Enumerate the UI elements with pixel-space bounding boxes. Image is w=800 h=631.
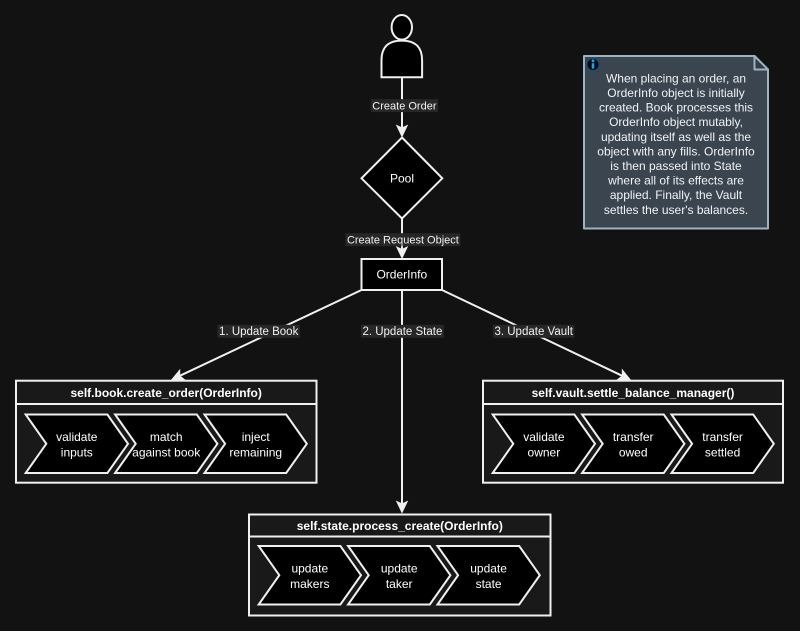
svg-text:created. Book processes this: created. Book processes this bbox=[599, 101, 753, 115]
svg-text:validate: validate bbox=[56, 430, 98, 444]
svg-text:self.state.process_create(Orde: self.state.process_create(OrderInfo) bbox=[297, 519, 503, 533]
svg-text:object with any fills. OrderIn: object with any fills. OrderInfo bbox=[597, 144, 755, 158]
svg-text:where all of its effects are: where all of its effects are bbox=[607, 174, 744, 188]
svg-text:OrderInfo object mutably,: OrderInfo object mutably, bbox=[609, 115, 743, 129]
svg-text:is then passed into State: is then passed into State bbox=[610, 159, 742, 173]
svg-text:Create Request Object: Create Request Object bbox=[347, 235, 459, 247]
svg-text:Pool: Pool bbox=[390, 172, 414, 186]
svg-text:When placing an order, an: When placing an order, an bbox=[606, 71, 746, 85]
svg-text:settles the user's balances.: settles the user's balances. bbox=[604, 203, 748, 217]
svg-text:owed: owed bbox=[619, 445, 648, 459]
svg-text:inject: inject bbox=[242, 430, 271, 444]
svg-text:OrderInfo object is initially: OrderInfo object is initially bbox=[607, 86, 744, 100]
svg-text:remaining: remaining bbox=[229, 445, 282, 459]
svg-text:owner: owner bbox=[528, 445, 561, 459]
svg-text:settled: settled bbox=[705, 445, 740, 459]
svg-text:against book: against book bbox=[132, 445, 201, 459]
svg-text:state: state bbox=[476, 577, 502, 591]
svg-text:self.book.create_order(OrderIn: self.book.create_order(OrderInfo) bbox=[71, 386, 262, 400]
svg-text:match: match bbox=[150, 430, 183, 444]
svg-text:OrderInfo: OrderInfo bbox=[376, 268, 427, 282]
svg-text:updating itself as well as the: updating itself as well as the bbox=[601, 130, 751, 144]
svg-text:applied. Finally, the Vault: applied. Finally, the Vault bbox=[610, 188, 743, 202]
svg-text:update: update bbox=[291, 562, 328, 576]
svg-text:transfer: transfer bbox=[613, 430, 654, 444]
svg-text:2. Update State: 2. Update State bbox=[362, 326, 442, 338]
svg-text:validate: validate bbox=[523, 430, 565, 444]
svg-text:inputs: inputs bbox=[61, 445, 93, 459]
svg-text:self.vault.settle_balance_mana: self.vault.settle_balance_manager() bbox=[532, 386, 735, 400]
svg-text:Create Order: Create Order bbox=[372, 101, 437, 113]
svg-text:taker: taker bbox=[386, 577, 413, 591]
svg-text:3. Update Vault: 3. Update Vault bbox=[494, 326, 573, 338]
svg-text:1. Update Book: 1. Update Book bbox=[219, 326, 299, 338]
svg-text:update: update bbox=[381, 562, 418, 576]
svg-text:update: update bbox=[470, 562, 507, 576]
svg-text:transfer: transfer bbox=[702, 430, 743, 444]
svg-text:makers: makers bbox=[290, 577, 329, 591]
